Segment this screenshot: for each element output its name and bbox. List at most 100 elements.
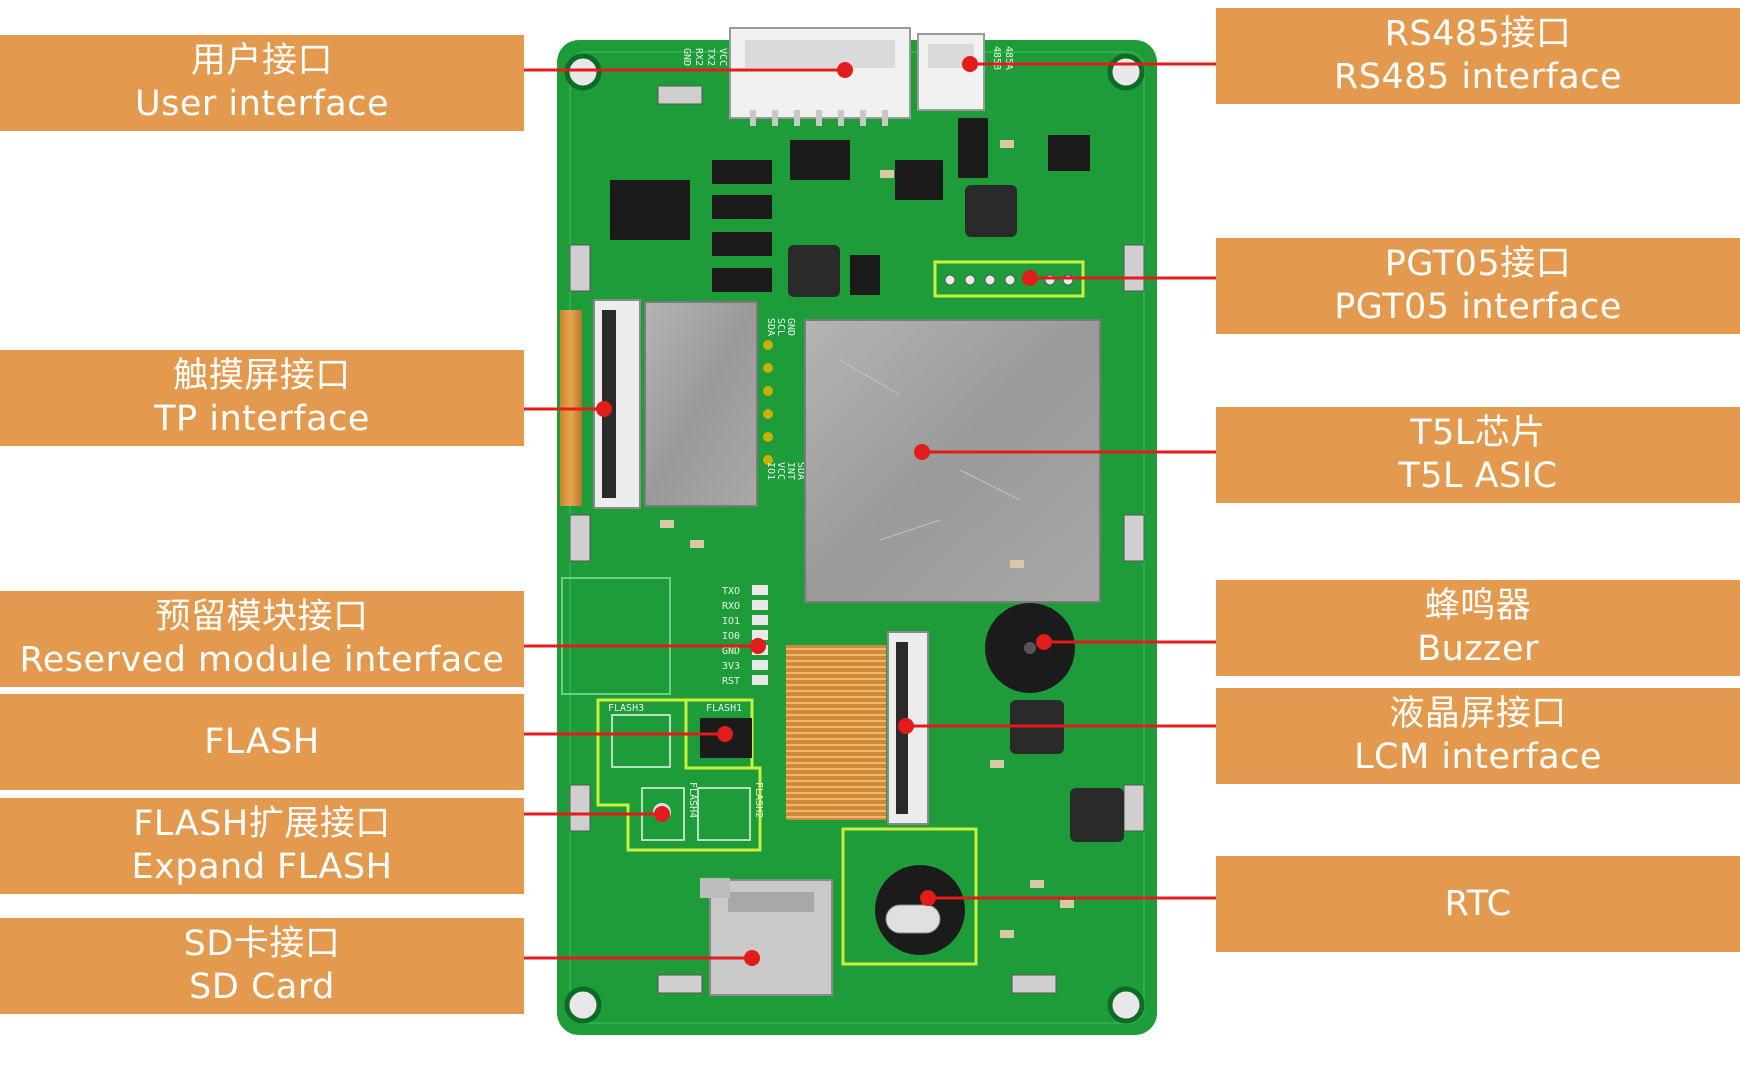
label-flash-en: FLASH — [204, 721, 320, 762]
reserved-pin-text: RST — [722, 676, 740, 687]
clip-left-3 — [569, 784, 591, 832]
tp-pin-text: INT — [785, 462, 796, 480]
scratch — [959, 469, 1021, 501]
label-expand-flash-zh: FLASH扩展接口 — [133, 804, 391, 844]
user-pin-text: RX2 — [693, 48, 704, 66]
reserved-pad — [752, 675, 768, 685]
endpoint-flash — [717, 726, 733, 742]
passive — [880, 170, 894, 178]
mounting-hole-tl — [564, 53, 602, 91]
label-lcm-zh: 液晶屏接口 — [1389, 694, 1567, 734]
reserved-module-pads — [752, 585, 768, 685]
endpoint-pgt05 — [1022, 270, 1038, 286]
pgt05-pin — [964, 274, 976, 286]
reserved-pin-text: IO0 — [722, 631, 740, 642]
tp-pin-text: SCL — [775, 318, 786, 336]
leader-endpoints — [596, 56, 1052, 966]
inductor — [1070, 788, 1124, 842]
clip-right-3 — [1123, 784, 1145, 832]
user-connector-pin — [750, 110, 756, 126]
label-pgt05: PGT05接口 PGT05 interface — [1216, 238, 1740, 334]
flash3-footprint — [611, 714, 671, 768]
user-connector-pin — [794, 110, 800, 126]
passive — [660, 520, 674, 528]
passive — [1010, 560, 1024, 568]
user-connector-pin — [816, 110, 822, 126]
label-lcm: 液晶屏接口 LCM interface — [1216, 688, 1740, 784]
clip-top-1 — [657, 85, 703, 105]
tp-pin-text: SDA — [795, 462, 806, 480]
label-reserved-module: 预留模块接口 Reserved module interface — [0, 591, 524, 687]
scratch — [839, 359, 901, 396]
label-flash: FLASH — [0, 694, 524, 790]
user-connector-pin — [882, 110, 888, 126]
tp-pin-text: VCC — [775, 462, 786, 480]
endpoint-expand-flash — [654, 806, 670, 822]
label-rtc: RTC — [1216, 856, 1740, 952]
endpoint-tp-interface — [596, 401, 612, 417]
label-tp-interface: 触摸屏接口 TP interface — [0, 350, 524, 446]
endpoint-t5l — [914, 444, 930, 460]
tp-pin-text: SDA — [765, 318, 776, 336]
flash-chip-text: FLASH2 — [753, 782, 764, 818]
tp-pad — [763, 432, 773, 442]
rf-shield-small — [644, 301, 758, 507]
passive — [1000, 140, 1014, 148]
reserved-pad — [752, 600, 768, 610]
label-t5l: T5L芯片 T5L ASIC — [1216, 407, 1740, 503]
endpoint-reserved-module — [750, 638, 766, 654]
tp-pad — [763, 340, 773, 350]
label-reserved-module-zh: 预留模块接口 — [155, 597, 369, 637]
user-pin-silkscreen: VCC TX2 RX2 GND — [681, 48, 728, 66]
rs485-pin-text: 485A — [1003, 46, 1014, 70]
clip-right-1 — [1123, 244, 1145, 292]
label-rs485: RS485接口 RS485 interface — [1216, 8, 1740, 104]
passive — [990, 760, 1004, 768]
passive — [1030, 880, 1044, 888]
label-buzzer: 蜂鸣器 Buzzer — [1216, 580, 1740, 676]
user-pin-text: GND — [681, 48, 692, 66]
passive — [1060, 900, 1074, 908]
tp-pad — [763, 455, 773, 465]
ic-chip — [790, 140, 850, 180]
tp-pin-text: IO1 — [765, 462, 776, 480]
label-expand-flash: FLASH扩展接口 Expand FLASH — [0, 798, 524, 894]
passive — [1000, 930, 1014, 938]
mounting-hole-tr — [1107, 53, 1145, 91]
user-connector-pin — [838, 110, 844, 126]
user-connector-pin — [860, 110, 866, 126]
clip-bottom-2 — [1011, 974, 1057, 994]
inductor — [788, 245, 840, 297]
flash2-footprint — [697, 787, 751, 841]
label-reserved-module-en: Reserved module interface — [19, 640, 505, 680]
label-user-interface: 用户接口 User interface — [0, 35, 524, 131]
tp-pad — [763, 363, 773, 373]
tp-pad — [763, 409, 773, 419]
pgt05-pin — [984, 274, 996, 286]
flash-silkscreen: FLASH3 FLASH1 FLASH4 FLASH2 — [608, 703, 764, 818]
endpoint-sd-card — [744, 950, 760, 966]
reserved-pin-text: TXO — [722, 586, 740, 597]
reserved-pad — [752, 585, 768, 595]
label-user-interface-en: User interface — [135, 84, 389, 124]
sd-card-slot-tab — [700, 878, 730, 898]
label-user-interface-zh: 用户接口 — [190, 41, 333, 81]
t5l-shield-scratches — [839, 359, 1021, 541]
label-t5l-en: T5L ASIC — [1398, 456, 1558, 496]
leader-lines — [524, 62, 1216, 960]
flash-highlight-box — [596, 698, 762, 852]
clip-bottom-1 — [657, 974, 703, 994]
tp-pin-text: GND — [785, 318, 796, 336]
buzzer-hole — [1024, 642, 1036, 654]
endpoint-buzzer — [1036, 634, 1052, 650]
label-sd-card-en: SD Card — [189, 967, 335, 1007]
lcm-ribbon-cable — [786, 645, 886, 820]
scratch — [879, 519, 941, 541]
endpoint-lcm — [898, 718, 914, 734]
tp-pad — [763, 386, 773, 396]
ic-chip — [610, 180, 690, 240]
rtc-crystal — [885, 904, 941, 934]
reserved-pad — [752, 615, 768, 625]
t5l-asic-shield — [804, 319, 1101, 603]
